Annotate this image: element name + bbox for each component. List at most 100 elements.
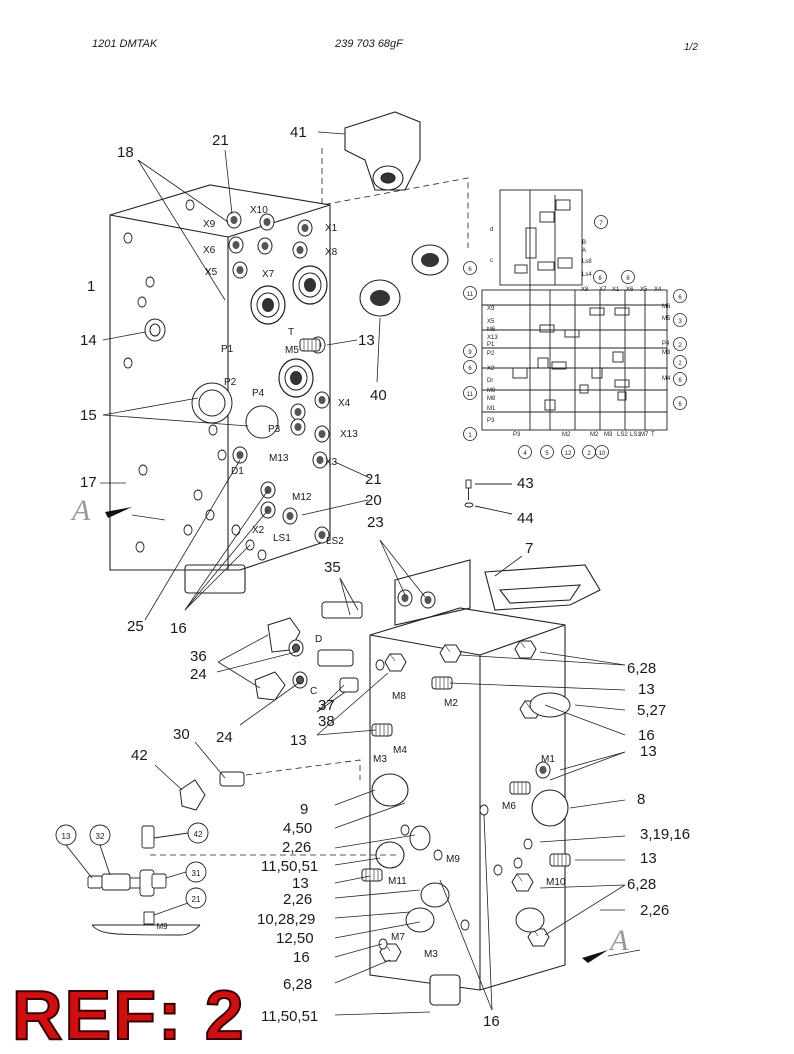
lower-port-label: M6 — [502, 801, 516, 812]
schematic-label: Ls4 — [582, 272, 592, 278]
lower-callout: 5,27 — [637, 702, 666, 719]
lower-callout: 6,28 — [627, 876, 656, 893]
lower-callout: 35 — [324, 559, 341, 576]
lower-valve-block — [369, 559, 601, 1006]
lower-port-label: M10 — [546, 877, 566, 888]
lower-callout: 6,28 — [283, 976, 312, 993]
lower-callout: 4,50 — [283, 820, 312, 837]
fastener-callout: 44 — [517, 510, 534, 527]
schematic-label: M3 — [604, 432, 613, 438]
schematic-label: M7 — [640, 432, 649, 438]
upper-block-holes — [123, 199, 267, 561]
upper-port-label: X7 — [262, 269, 275, 280]
lower-callout: 2,26 — [282, 839, 311, 856]
upper-callout: 13 — [358, 332, 375, 349]
schematic-label: LS1 — [630, 432, 641, 438]
schematic-circled-callouts — [463, 215, 687, 459]
lower-callout: 11,50,51 — [261, 858, 318, 875]
schematic-label: c — [490, 258, 493, 264]
view-letters: AA — [70, 494, 629, 957]
schematic-callout: 5 — [545, 451, 549, 457]
upper-callout: 23 — [367, 514, 384, 531]
schematic-label: LS2 — [617, 432, 628, 438]
detail-assembly — [87, 825, 201, 936]
lower-callout: 3,19,16 — [640, 826, 690, 843]
schematic-callout: 2 — [678, 343, 682, 349]
schematic-callout: 10 — [599, 451, 606, 457]
schematic-callout: 3 — [678, 319, 682, 325]
schematic-label: P2 — [487, 351, 495, 357]
lower-callout: 6,28 — [627, 660, 656, 677]
upper-port-label: M12 — [292, 492, 312, 503]
upper-callout: 16 — [170, 620, 187, 637]
lower-port-label: M3 — [373, 754, 387, 765]
lower-port-label: M8 — [392, 691, 406, 702]
upper-block-fittings — [191, 211, 330, 544]
upper-port-label: X1 — [325, 223, 338, 234]
upper-callout: 21 — [365, 471, 382, 488]
upper-port-label: T — [288, 327, 294, 338]
schematic-callout: 6 — [626, 276, 630, 282]
upper-callout: 17 — [80, 474, 97, 491]
lower-callout: 8 — [637, 791, 645, 808]
upper-port-label: P2 — [224, 377, 237, 388]
detail-callout: M9 — [156, 922, 168, 931]
schematic-callout: 11 — [467, 292, 474, 298]
lower-block-parts — [361, 589, 571, 962]
schematic-label: X4 — [654, 287, 662, 293]
lower-port-label: C — [310, 686, 317, 697]
upper-port-label: M13 — [269, 453, 289, 464]
schematic-label: M9 — [487, 388, 496, 394]
upper-port-label: X8 — [325, 247, 338, 258]
header-model: 1201 DMTAK — [92, 38, 158, 50]
schematic-callout: 1 — [468, 433, 472, 439]
detail-callout: 32 — [96, 832, 105, 841]
schematic-callout: 2 — [678, 361, 682, 367]
view-letter: A — [608, 924, 629, 957]
detail-callout: 31 — [192, 869, 201, 878]
lower-callout: 24 — [190, 666, 207, 683]
lower-callout: 10,28,29 — [257, 911, 315, 928]
schematic-label: M1 — [487, 406, 496, 412]
lower-callout: 13 — [290, 732, 307, 749]
upper-callout: 18 — [117, 144, 134, 161]
schematic-label: X8 — [581, 287, 589, 293]
lower-callout-numbers: 735362437381324304294,502,2611,50,51132,… — [131, 540, 690, 1030]
lower-callout: 13 — [638, 681, 655, 698]
upper-callout: 1 — [87, 278, 95, 295]
elbow-fitting-41 — [344, 111, 421, 191]
schematic-callout: 2 — [587, 451, 591, 457]
lower-callout: 11,50,51 — [261, 1008, 318, 1025]
upper-port-label: D1 — [231, 466, 244, 477]
lower-port-label: M9 — [446, 854, 460, 865]
schematic-label: P3 — [487, 418, 495, 424]
schematic-label: M3 — [662, 350, 671, 356]
lower-callout: 9 — [300, 801, 308, 818]
upper-port-label: X2 — [252, 525, 265, 536]
schematic-label: X1 — [612, 287, 620, 293]
view-marker-a-upper — [105, 507, 166, 521]
schematic-label: M8 — [487, 396, 496, 402]
schematic-label: T — [651, 432, 655, 438]
schematic-label: M4 — [662, 376, 671, 382]
schematic-callout: 6 — [678, 378, 682, 384]
schematic-label: X9 — [487, 306, 495, 312]
upper-port-label: LS2 — [326, 536, 344, 547]
lower-callout: 13 — [640, 850, 657, 867]
lower-callout: 13 — [640, 743, 657, 760]
schematic-label: M2 — [562, 432, 571, 438]
upper-port-label: LS1 — [273, 533, 291, 544]
lower-callout: 16 — [483, 1013, 500, 1030]
lower-callout: 37 — [318, 697, 335, 714]
lower-port-label: M3 — [424, 949, 438, 960]
lower-callout: 12,50 — [276, 930, 314, 947]
upper-port-label: P4 — [252, 388, 265, 399]
upper-leader-lines — [100, 131, 469, 621]
schematic-callout: 6 — [678, 295, 682, 301]
detail-callout: 13 — [62, 832, 71, 841]
